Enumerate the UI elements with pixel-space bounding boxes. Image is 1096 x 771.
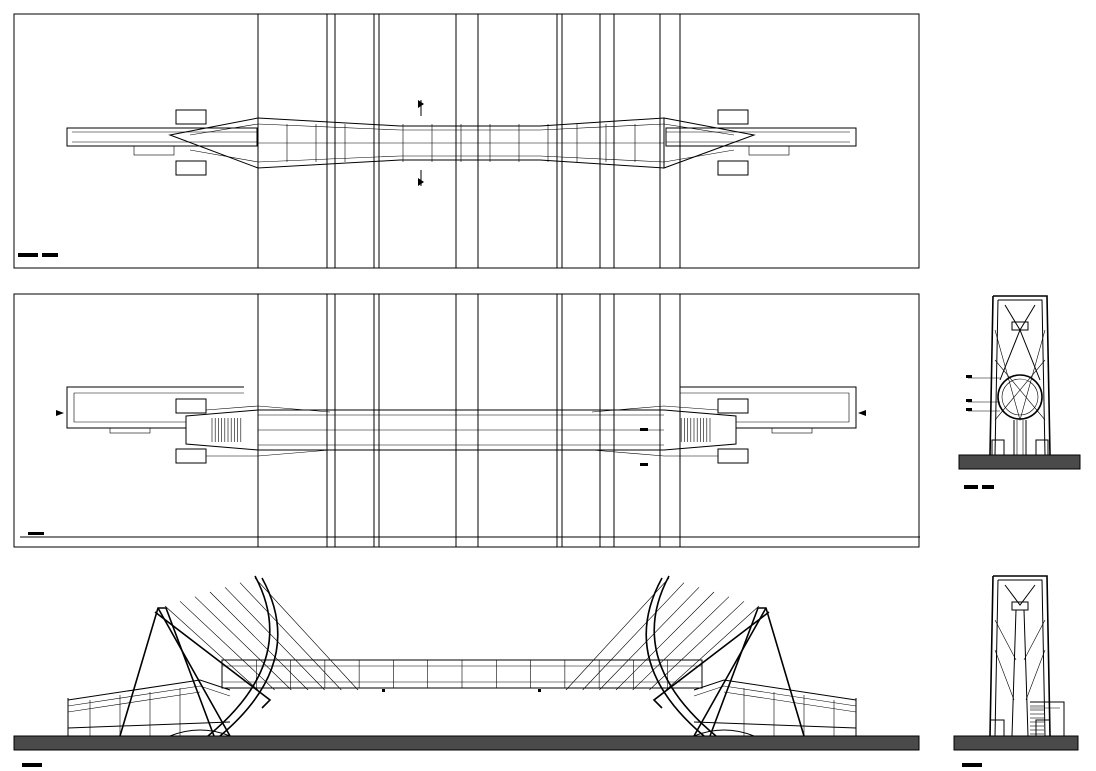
plan-top-frame (13, 13, 920, 269)
cable-stay (194, 596, 292, 691)
elevation-cables-left (164, 577, 359, 691)
section-frame-outer (989, 295, 1051, 456)
plan-deck-walkway (185, 409, 737, 451)
section-ground (958, 454, 1081, 470)
pylon-left-leg-a (119, 607, 215, 737)
elevation-side-view (953, 575, 1079, 767)
section-marker-top (418, 100, 424, 116)
elevation-truss-verticals (255, 660, 669, 688)
plan-top-view (13, 13, 920, 269)
section-tube-deck (997, 374, 1043, 420)
cable-stay (239, 582, 342, 691)
cable-stay (582, 582, 685, 691)
plan-top-bracing-right (663, 117, 756, 169)
cable-stay (209, 591, 309, 691)
elevation-cables-right (565, 577, 760, 691)
section-scale-bar (964, 485, 994, 489)
cable-stay (179, 601, 275, 691)
plan-top-road-lines (257, 14, 681, 268)
section-level-marks (966, 375, 1000, 412)
cable-stay (599, 587, 700, 691)
section-marker-bottom (418, 170, 424, 186)
plan-deck-scale-bar (28, 532, 44, 535)
arch-right (653, 575, 717, 737)
section-cross-view (958, 295, 1081, 489)
elevation-front-view (13, 575, 920, 767)
elevation-ground (13, 735, 920, 751)
cable-stay (649, 601, 745, 691)
plan-top-deck-bays (286, 124, 636, 162)
cable-stay (632, 596, 730, 691)
plan-top-scale-bar (18, 253, 58, 257)
elevation-scale-bar (22, 763, 42, 767)
plan-deck-stairs (211, 418, 711, 442)
plan-top-ramp-right (665, 127, 857, 147)
plan-deck-road-lines (257, 294, 681, 547)
side-frame-outer (989, 575, 1051, 737)
elevation-ramp-right (693, 679, 857, 701)
pylon-right-leg-a (709, 607, 805, 737)
cable-stay (224, 587, 325, 691)
plan-top-bracing-left (168, 117, 259, 169)
plan-deck-view (13, 293, 920, 548)
cable-stay (254, 577, 359, 691)
cable-stay (615, 591, 715, 691)
elevation-ramp-left (67, 679, 231, 701)
plan-top-pylon-feet (175, 109, 749, 176)
cable-stay (665, 605, 760, 691)
arch-left (207, 575, 271, 737)
plan-deck-pylon-feet (175, 398, 749, 464)
side-scale-bar (962, 763, 982, 767)
cable-stay (164, 605, 259, 691)
side-ground (953, 735, 1079, 751)
plan-top-stairs (133, 145, 790, 156)
plan-deck-frame (13, 293, 920, 548)
cable-stay (565, 577, 670, 691)
plan-top-ramp-left (66, 127, 258, 147)
side-stairs (1030, 705, 1044, 735)
